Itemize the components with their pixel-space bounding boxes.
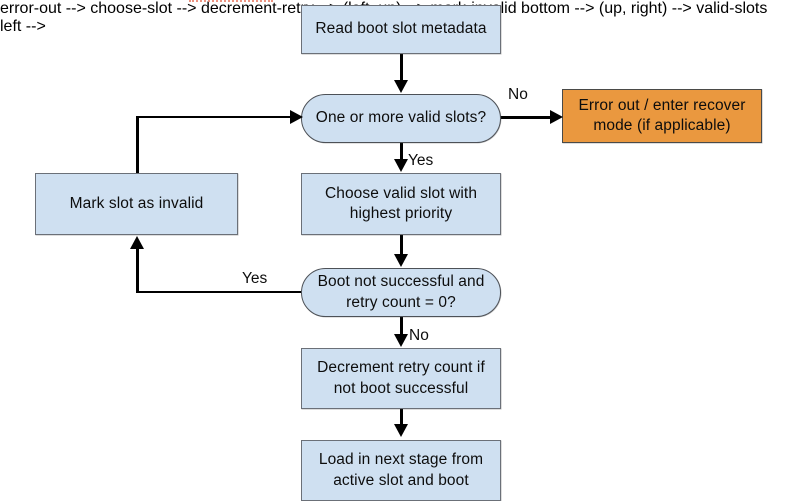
arrowhead-decision-no-to-error <box>550 109 563 124</box>
arrowhead-mark-invalid-to-decision <box>290 109 303 124</box>
edge-label-boot-retry-yes: Yes <box>242 270 268 287</box>
connector-read-to-decision <box>400 54 403 87</box>
node-load-next-stage[interactable]: Load in next stage from active slot and … <box>301 440 501 501</box>
arrowhead-read-to-decision <box>393 80 408 93</box>
node-error-out-enter-recover-mode[interactable]: Error out / enter recover mode (if appli… <box>562 89 762 143</box>
connector-decision-no-to-error <box>499 116 555 119</box>
node-label: Boot not successful and retry count = 0? <box>317 273 485 311</box>
connector-choose-to-retry <box>400 235 403 261</box>
node-choose-valid-slot[interactable]: Choose valid slot with highest priority <box>301 173 501 235</box>
node-mark-slot-as-invalid[interactable]: Mark slot as invalid <box>35 173 238 235</box>
node-label: One or more valid slots? <box>315 109 487 127</box>
node-label: Read boot slot metadata <box>315 20 487 38</box>
connector-mark-invalid-horizontal <box>136 115 296 119</box>
connector-mark-invalid-vertical <box>136 117 139 174</box>
connector-retry-yes-vertical <box>136 248 139 292</box>
arrowhead-choose-to-retry <box>393 254 408 267</box>
node-read-boot-slot-metadata[interactable]: Read boot slot metadata <box>301 5 501 54</box>
arrowhead-retry-no-to-decrement <box>393 334 408 347</box>
arrowhead-decrement-to-load <box>393 424 408 437</box>
node-boot-not-successful-retry-count[interactable]: Boot not successful and retry count = 0? <box>301 268 501 317</box>
arrowhead-retry-yes-to-mark-invalid <box>130 236 145 249</box>
edge-label-valid-slots-no: No <box>508 86 528 103</box>
node-label: Load in next stage from active slot and … <box>318 451 484 489</box>
edge-label-boot-retry-no: No <box>409 327 429 344</box>
edge-label-valid-slots-yes: Yes <box>408 152 434 169</box>
connector-decision-yes-to-choose <box>400 143 403 166</box>
arrowhead-decision-yes-to-choose <box>393 159 408 172</box>
node-label: Decrement retry count if not boot succes… <box>317 359 485 397</box>
node-label: Error out / enter recover mode (if appli… <box>578 96 746 134</box>
node-label: Mark slot as invalid <box>69 194 204 212</box>
node-label: Choose valid slot with highest priority <box>324 184 478 222</box>
node-decrement-retry-count[interactable]: Decrement retry count if not boot succes… <box>301 348 501 409</box>
connector-retry-yes-horizontal <box>136 290 303 294</box>
node-one-or-more-valid-slots[interactable]: One or more valid slots? <box>301 94 501 143</box>
connector-retry-no-to-decrement <box>400 317 403 341</box>
dotted-rule-artifact <box>189 0 273 4</box>
connector-decrement-to-load <box>400 409 403 431</box>
